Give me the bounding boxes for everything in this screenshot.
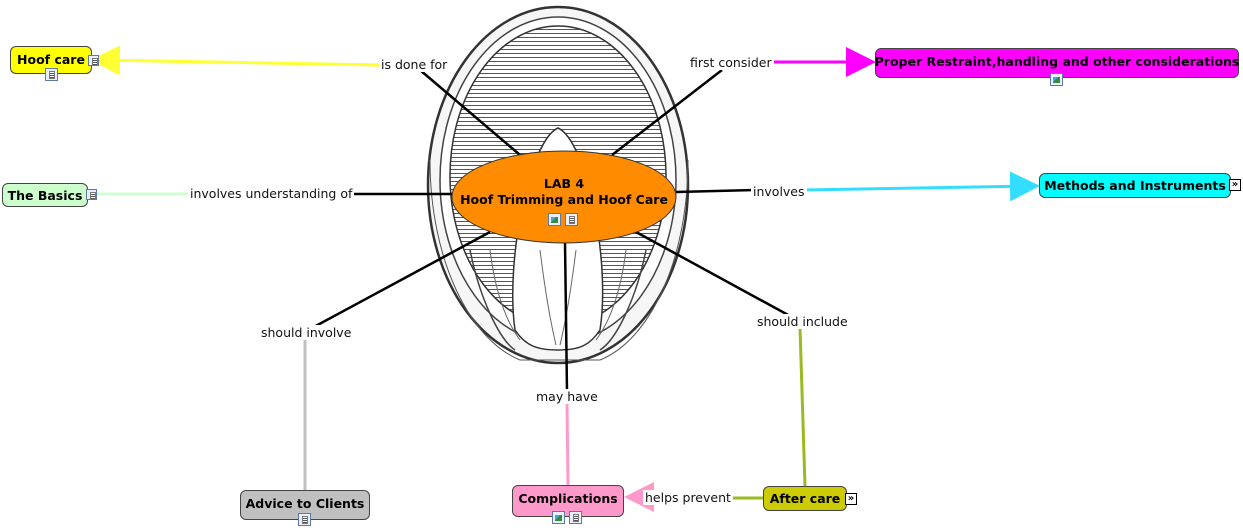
link-label-first-consider: first consider (688, 55, 774, 70)
link-label-involves-understanding-of: involves understanding of (188, 186, 355, 201)
center-node-title: LAB 4 (543, 176, 585, 191)
link-label-should-include: should include (755, 314, 850, 329)
image-icon[interactable] (1050, 73, 1063, 86)
expand-icon[interactable]: » (1229, 179, 1241, 191)
document-icon[interactable] (45, 68, 58, 81)
document-icon[interactable] (298, 513, 311, 526)
complications-node[interactable]: Complications (512, 485, 624, 517)
methods-label: Methods and Instruments (1044, 178, 1226, 193)
center-connectors (311, 69, 791, 393)
document-icon[interactable] (565, 213, 578, 226)
link-label-may-have: may have (534, 389, 600, 404)
after-care-node[interactable]: After care (763, 486, 847, 511)
restraint-node[interactable]: Proper Restraint,handling and other cons… (875, 48, 1239, 78)
center-node[interactable]: LAB 4 Hoof Trimming and Hoof Care (454, 176, 674, 208)
colored-connectors (90, 45, 1040, 512)
link-label-involves: involves (751, 184, 807, 199)
link-label-should-involve: should involve (259, 325, 354, 340)
after-care-label: After care (769, 491, 841, 506)
document-icon[interactable] (88, 55, 99, 66)
restraint-label: Proper Restraint,handling and other cons… (874, 54, 1240, 69)
document-icon[interactable] (569, 511, 582, 524)
document-icon[interactable] (86, 189, 97, 200)
link-label-is-done-for: is done for (379, 57, 450, 72)
advice-node[interactable]: Advice to Clients (240, 490, 370, 520)
advice-label: Advice to Clients (245, 496, 365, 511)
hoof-care-label: Hoof care (17, 52, 85, 67)
center-node-subtitle: Hoof Trimming and Hoof Care (460, 192, 668, 207)
image-icon[interactable] (552, 511, 565, 524)
link-label-helps-prevent: helps prevent (643, 490, 733, 505)
expand-icon[interactable]: » (845, 493, 857, 505)
basics-label: The Basics (7, 187, 83, 203)
center-node-shape[interactable] (451, 150, 677, 244)
methods-node[interactable]: Methods and Instruments (1039, 173, 1231, 198)
basics-node[interactable]: The Basics (2, 183, 88, 207)
image-icon[interactable] (548, 213, 561, 226)
complications-label: Complications (518, 491, 618, 506)
